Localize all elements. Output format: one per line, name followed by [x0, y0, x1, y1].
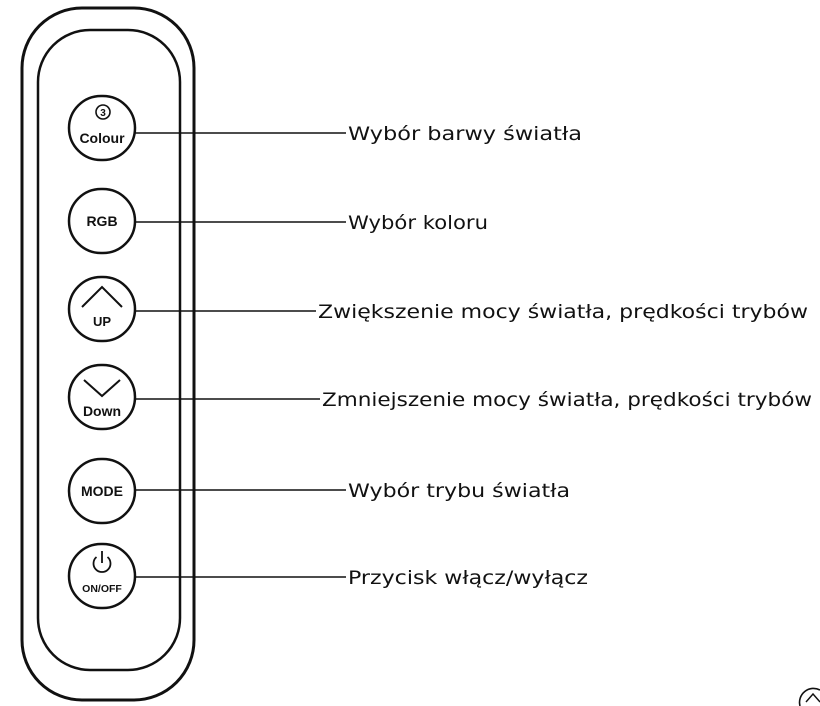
up-button[interactable]: UP [67, 275, 137, 343]
callout-rgb: Wybór koloru [348, 212, 488, 234]
rgb-button-label: RGB [86, 213, 117, 229]
svg-text:3: 3 [100, 108, 106, 119]
up-button-label: UP [93, 314, 111, 329]
remote-outer-shell [20, 6, 196, 702]
chevron-down-icon [83, 379, 121, 398]
callout-colour: Wybór barwy światła [348, 123, 582, 145]
callout-down: Zmniejszenie mocy światła, prędkości try… [322, 389, 812, 411]
down-button-label: Down [83, 403, 121, 419]
callout-up: Zwiększenie mocy światła, prędkości tryb… [318, 301, 808, 323]
number-3-circle-icon: 3 [95, 104, 111, 120]
mode-button-label: MODE [81, 483, 123, 499]
chevron-up-icon [81, 285, 123, 308]
power-icon [92, 551, 112, 573]
colour-button[interactable]: 3 Colour [67, 94, 137, 162]
callout-onoff: Przycisk włącz/wyłącz [348, 567, 588, 589]
down-button[interactable]: Down [67, 363, 137, 431]
on-off-button[interactable]: ON/OFF [67, 542, 137, 610]
colour-button-label: Colour [79, 130, 125, 146]
remote-inner-panel [36, 28, 182, 672]
mode-button[interactable]: MODE [67, 457, 137, 525]
callout-mode: Wybór trybu światła [348, 480, 570, 502]
corner-logo-icon [798, 687, 820, 706]
on-off-button-label: ON/OFF [82, 583, 122, 595]
rgb-button[interactable]: RGB [67, 187, 137, 255]
